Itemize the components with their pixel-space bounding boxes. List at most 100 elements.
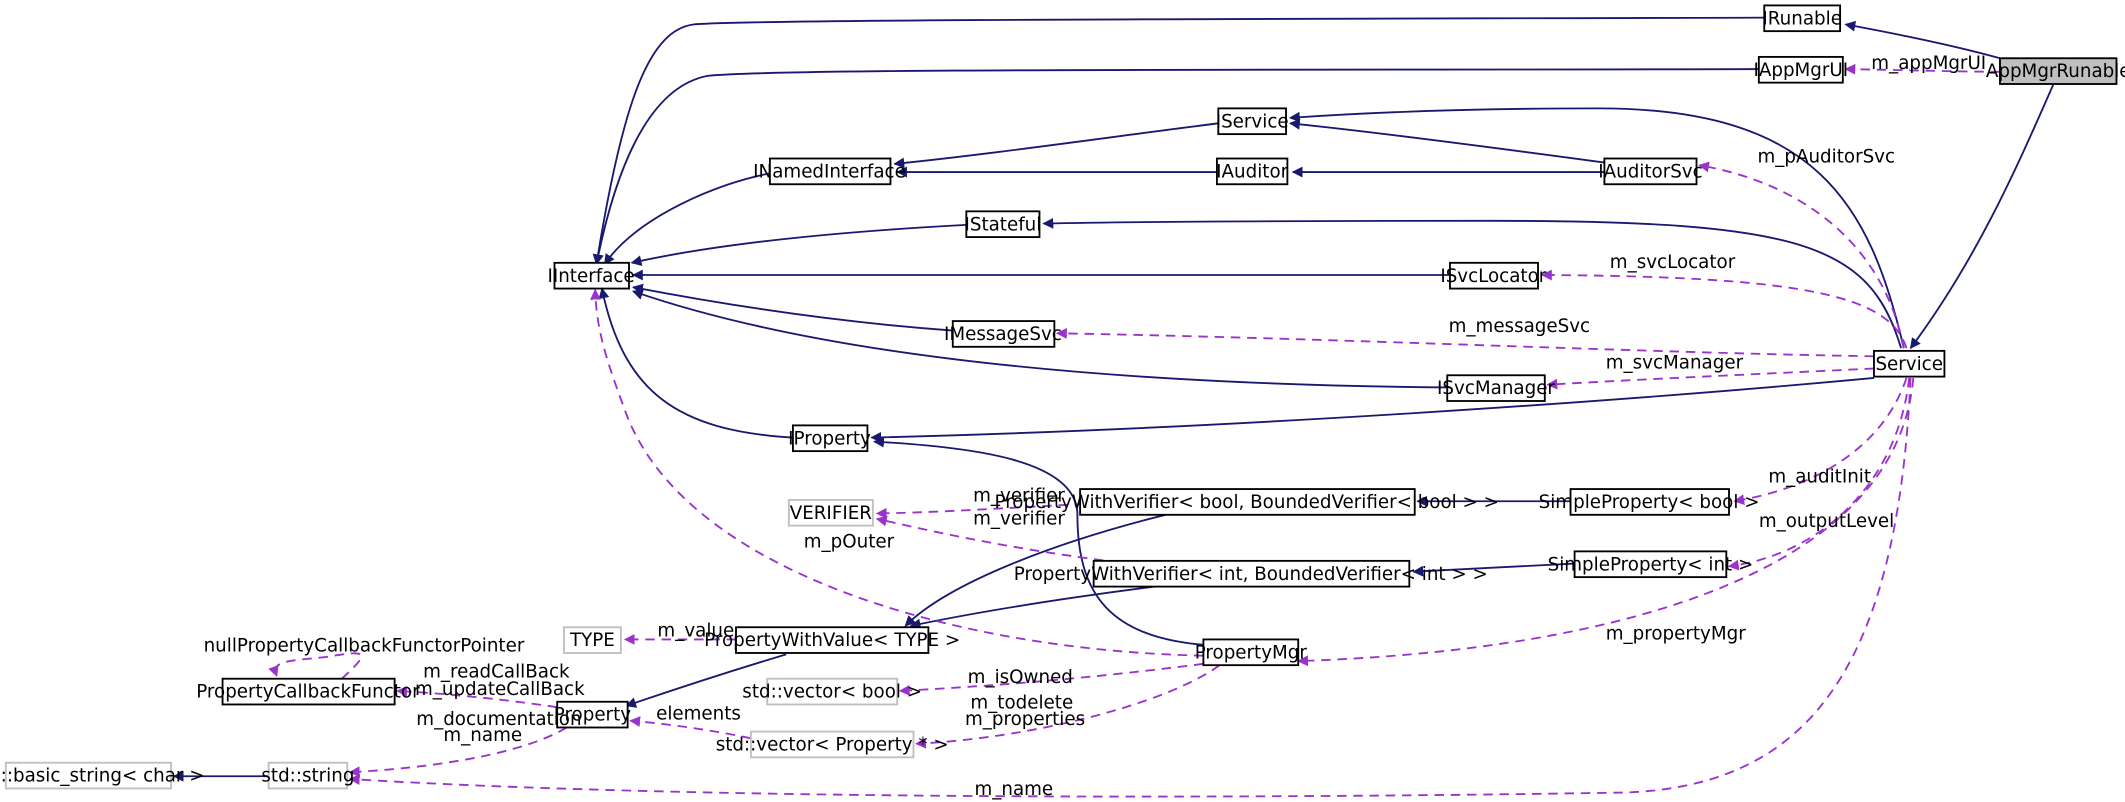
node-isvcmanager[interactable]: ISvcManager [1437, 374, 1555, 402]
edge-use-m-svcmanager [1546, 367, 1875, 390]
edge-label-m-readcallback: m_readCallBack [423, 661, 570, 682]
edge-use-m-verifier-int [875, 515, 1153, 568]
edge-use-callbacks [396, 686, 558, 709]
node-iauditorsvc[interactable]: IAuditorSvc [1598, 157, 1703, 186]
edge-service-to-istateful [1042, 217, 1902, 349]
edge-use-m-outputlevel [1727, 377, 1911, 571]
node-label-property: Property [554, 705, 631, 726]
node-label-appmgrrunable: AppMgrRunable [1986, 61, 2125, 82]
node-isvclocator[interactable]: ISvcLocator [1440, 261, 1547, 290]
edge-label-m-verifier-bool: m_verifier [973, 485, 1065, 506]
node-propertycallbackfunctor[interactable]: PropertyCallbackFunctor [196, 677, 420, 706]
node-label-iappmgrui: IAppMgrUI [1753, 60, 1848, 81]
edge-use-m-pauditorsvc [1698, 161, 1905, 349]
edge-label-m-todelete: m_todelete [970, 693, 1073, 714]
edge-label-m-verifier-int: m_verifier [973, 508, 1065, 529]
edge-label-m-outputlevel: m_outputLevel [1759, 511, 1894, 532]
edge-label-m-value: m_value [657, 621, 734, 642]
edge-label-elements: elements [656, 703, 741, 724]
edge-label-m-svcmanager: m_svcManager [1606, 352, 1744, 373]
edge-use-m-pouter [590, 288, 1204, 657]
edge-apprunable-to-service [1909, 82, 2056, 350]
edge-irunable-to-iinterface [592, 16, 1765, 266]
node-label-propertywithverifier-int: PropertyWithVerifier< int, BoundedVerifi… [1014, 564, 1488, 585]
node-istateful[interactable]: IStateful [964, 210, 1041, 238]
edge-service-to-iproperty [870, 377, 1875, 443]
node-label-iproperty: IProperty [788, 428, 871, 449]
usage-edges [268, 63, 2000, 798]
edge-label-m-svclocator: m_svcLocator [1610, 252, 1736, 273]
edge-use-m-documentation [348, 726, 568, 778]
edge-use-m-svclocator [1540, 269, 1908, 349]
edge-label-m-properties: m_properties [965, 709, 1085, 730]
node-label-isvclocator: ISvcLocator [1440, 266, 1546, 287]
inheritance-edges [172, 16, 2056, 782]
edge-label-m-pauditorsvc: m_pAuditorSvc [1757, 147, 1895, 168]
node-verifier[interactable]: VERIFIER [787, 498, 874, 527]
node-label-propertywithverifier-bool: PropertyWithVerifier< bool, BoundedVerif… [995, 492, 1499, 513]
node-propertywithvalue[interactable]: PropertyWithValue< TYPE > [704, 626, 960, 654]
node-iservice[interactable]: IService [1216, 107, 1289, 136]
node-label-simpleproperty-int: SimpleProperty< int > [1548, 554, 1754, 575]
edge-pwvalue-to-property [625, 653, 787, 708]
node-property[interactable]: Property [554, 700, 631, 729]
node-std-string[interactable]: std::string [261, 761, 354, 790]
node-type[interactable]: TYPE [563, 626, 622, 654]
node-label-verifier: VERIFIER [790, 503, 873, 524]
node-iappmgrui[interactable]: IAppMgrUI [1753, 55, 1848, 84]
node-iauditor[interactable]: IAuditor [1216, 157, 1289, 186]
node-imessagesvc[interactable]: IMessageSvc [944, 320, 1062, 348]
node-iproperty[interactable]: IProperty [788, 424, 871, 453]
edge-istateful-to-iinterface [630, 223, 967, 266]
node-simpleproperty-int[interactable]: SimpleProperty< int > [1548, 550, 1754, 579]
node-propertywithverifier-int[interactable]: PropertyWithVerifier< int, BoundedVerifi… [1014, 559, 1488, 588]
edge-label-m-documentation: m_documentation [416, 709, 581, 730]
edge-label-m-name-property: m_name [443, 725, 522, 746]
node-label-type: TYPE [569, 630, 615, 651]
edge-pwvbool-to-pwvalue [904, 513, 1166, 627]
edge-pwvint-to-pwvalue [909, 584, 1166, 630]
node-simpleproperty-bool[interactable]: SimpleProperty< bool > [1539, 488, 1760, 516]
node-label-irunable: IRunable [1762, 8, 1842, 29]
edge-use-m-name-service [348, 377, 1912, 798]
edge-label-m-isowned: m_isOwned [968, 667, 1073, 688]
node-appmgrrunable[interactable]: AppMgrRunable [1986, 57, 2125, 85]
edge-label-m-auditinit: m_auditInit [1768, 466, 1871, 487]
edge-use-m-propertymgr [1297, 377, 1915, 667]
edge-isvcmanager-to-iinterface [632, 289, 1448, 389]
node-label-std-string: std::string [261, 766, 354, 787]
node-label-propertywithvalue: PropertyWithValue< TYPE > [704, 630, 960, 651]
edge-labels: m_appMgrUI m_pAuditorSvc m_svcLocator m_… [204, 53, 1987, 800]
edge-spint-to-pwvint [1412, 562, 1575, 577]
edge-label-m-name-service: m_name [974, 779, 1053, 800]
class-nodes: AppMgrRunable IRunable IAppMgrUI IServic… [0, 4, 2125, 790]
edge-propertymgr-to-iproperty [873, 436, 1204, 646]
node-irunable[interactable]: IRunable [1762, 4, 1842, 33]
node-propertywithverifier-bool[interactable]: PropertyWithVerifier< bool, BoundedVerif… [995, 488, 1499, 516]
edge-use-nullpcf [268, 652, 363, 680]
edge-use-m-auditinit [1733, 377, 1908, 505]
edge-inamed-to-iinterface [603, 172, 771, 266]
edge-label-m-propertymgr: m_propertyMgr [1606, 623, 1746, 644]
edge-apprunable-to-irunable [1844, 20, 2001, 60]
edge-iauditorsvc-to-iservice [1289, 118, 1605, 164]
node-label-basic-string: std::basic_string< char > [0, 766, 205, 787]
node-inamedinterface[interactable]: INamedInterface [753, 157, 906, 186]
edge-iappmgrui-to-iinterface [593, 68, 1759, 266]
node-iinterface[interactable]: IInterface [547, 261, 635, 290]
edge-use-elements [629, 716, 752, 740]
node-label-iservice: IService [1216, 111, 1289, 132]
edge-iservice-to-inamed [893, 122, 1219, 169]
edge-service-to-iservice [1289, 107, 1905, 349]
node-label-service: Service [1875, 354, 1943, 375]
node-vector-bool[interactable]: std::vector< bool > [742, 677, 922, 706]
node-basic-string[interactable]: std::basic_string< char > [0, 761, 205, 790]
node-vector-property[interactable]: std::vector< Property * > [716, 730, 949, 759]
node-label-isvcmanager: ISvcManager [1437, 378, 1555, 399]
node-service[interactable]: Service [1873, 349, 1946, 378]
node-propertymgr[interactable]: PropertyMgr [1195, 638, 1308, 667]
edge-iproperty-to-iinterface [598, 287, 793, 439]
edge-use-m-isowned [898, 662, 1204, 696]
node-label-simpleproperty-bool: SimpleProperty< bool > [1539, 492, 1760, 513]
